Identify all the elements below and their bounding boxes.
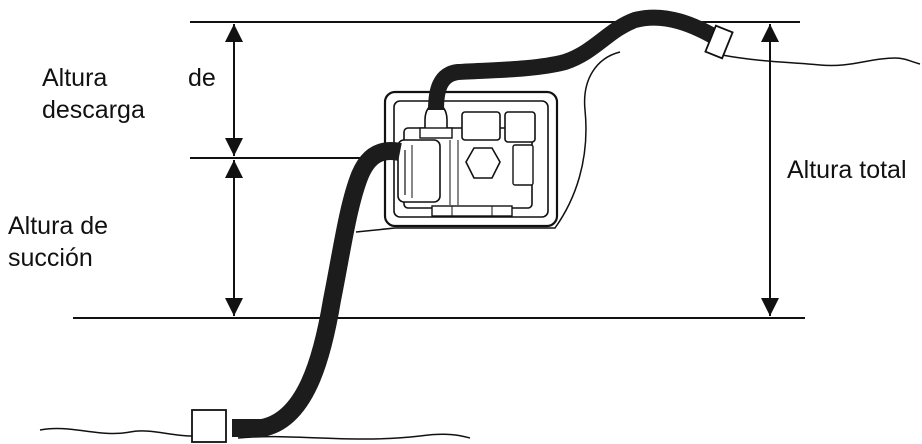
discharge-head-label-word-3: descarga	[42, 96, 145, 124]
ground-line	[355, 51, 621, 233]
recoil-starter	[465, 147, 501, 179]
pump-unit	[383, 90, 559, 228]
air-filter	[504, 111, 536, 143]
base-skid	[431, 205, 513, 217]
discharge-head-label-word-1: Altura	[42, 64, 108, 92]
discharge-hose	[428, 9, 725, 111]
suction-strainer	[191, 409, 227, 443]
discharge-head-label-word-2: de	[188, 64, 216, 92]
cap-base	[419, 127, 453, 139]
suction-head-label-line-2: succión	[8, 244, 93, 272]
lower-water-surface-right	[237, 433, 471, 440]
suction-hose	[232, 142, 402, 437]
fuel-tank	[461, 111, 501, 141]
upper-water-surface	[721, 54, 921, 67]
pump-casing	[397, 139, 441, 203]
lower-water-surface-left	[39, 427, 193, 437]
muffler	[512, 144, 534, 186]
suction-head-label-line-1: Altura de	[8, 212, 109, 240]
total-head-label: Altura total	[787, 156, 907, 184]
discharge-outlet	[704, 24, 734, 60]
